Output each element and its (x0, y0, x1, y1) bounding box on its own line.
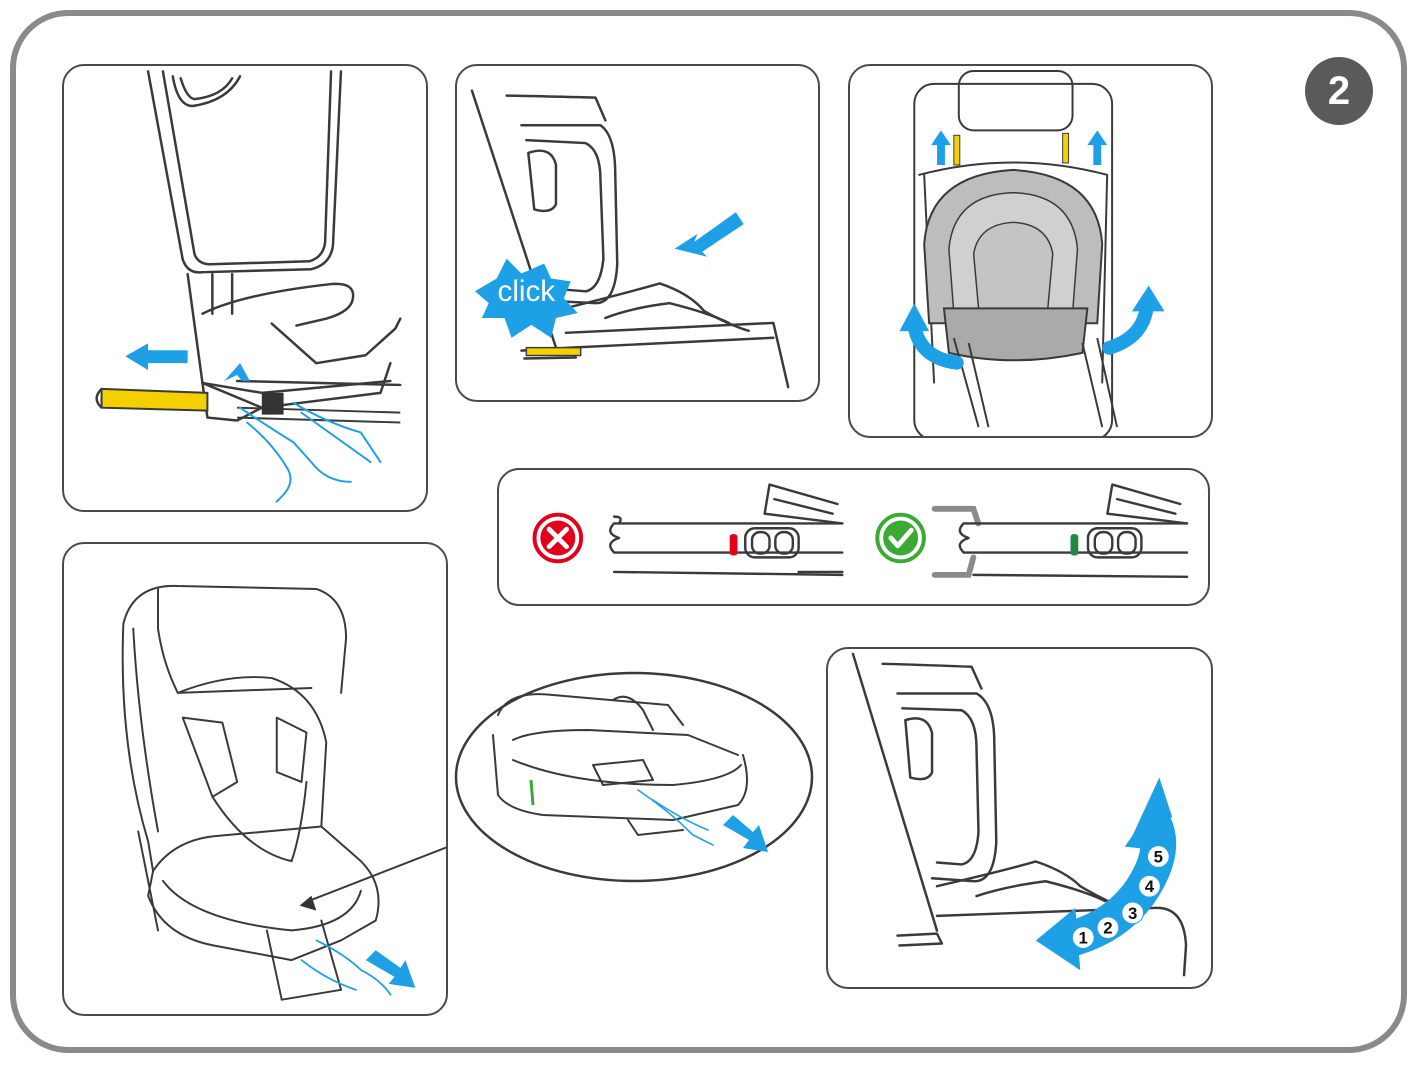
panel-belt-adjust (62, 542, 448, 1016)
release-connector-illustration (64, 66, 426, 510)
recline-position-3: 3 (1128, 904, 1137, 923)
arrow-down-right-icon (366, 950, 415, 988)
zoom-detail (453, 670, 815, 885)
connector-pins (954, 133, 1069, 165)
isofix-connector (97, 389, 401, 423)
recline-illustration: 1 2 3 4 5 (828, 649, 1211, 987)
panel-slide-click: click (455, 64, 820, 402)
panel-indicator-check (497, 468, 1210, 606)
isofix-bar (935, 509, 979, 575)
green-indicator (1071, 534, 1079, 555)
red-indicator (730, 534, 738, 555)
panel-release-connector (62, 64, 428, 512)
belt-adjust-illustration (64, 544, 446, 1014)
hand-pull-icon (302, 940, 391, 994)
recline-position-5: 5 (1154, 847, 1163, 866)
panel-recline: 1 2 3 4 5 (826, 647, 1213, 989)
wrong-indicator-icon (535, 515, 582, 562)
correct-indicator-icon (877, 515, 924, 562)
click-label: click (498, 275, 556, 308)
click-burst: click (475, 259, 578, 338)
indicator-check-illustration (499, 470, 1208, 604)
recline-position-2: 2 (1103, 919, 1112, 938)
seat-back-shape (924, 170, 1102, 360)
panel-headrest (848, 64, 1213, 438)
headrest-illustration (850, 66, 1211, 436)
slide-click-illustration: click (457, 66, 818, 400)
recline-position-4: 4 (1145, 877, 1155, 896)
step-badge: 2 (1305, 57, 1373, 125)
recline-position-1: 1 (1079, 929, 1088, 948)
recline-arrow (1036, 777, 1172, 970)
zoom-detail-illustration (453, 670, 815, 885)
arrow-left-icon (125, 343, 250, 381)
arrow-down-left-icon (675, 212, 744, 256)
